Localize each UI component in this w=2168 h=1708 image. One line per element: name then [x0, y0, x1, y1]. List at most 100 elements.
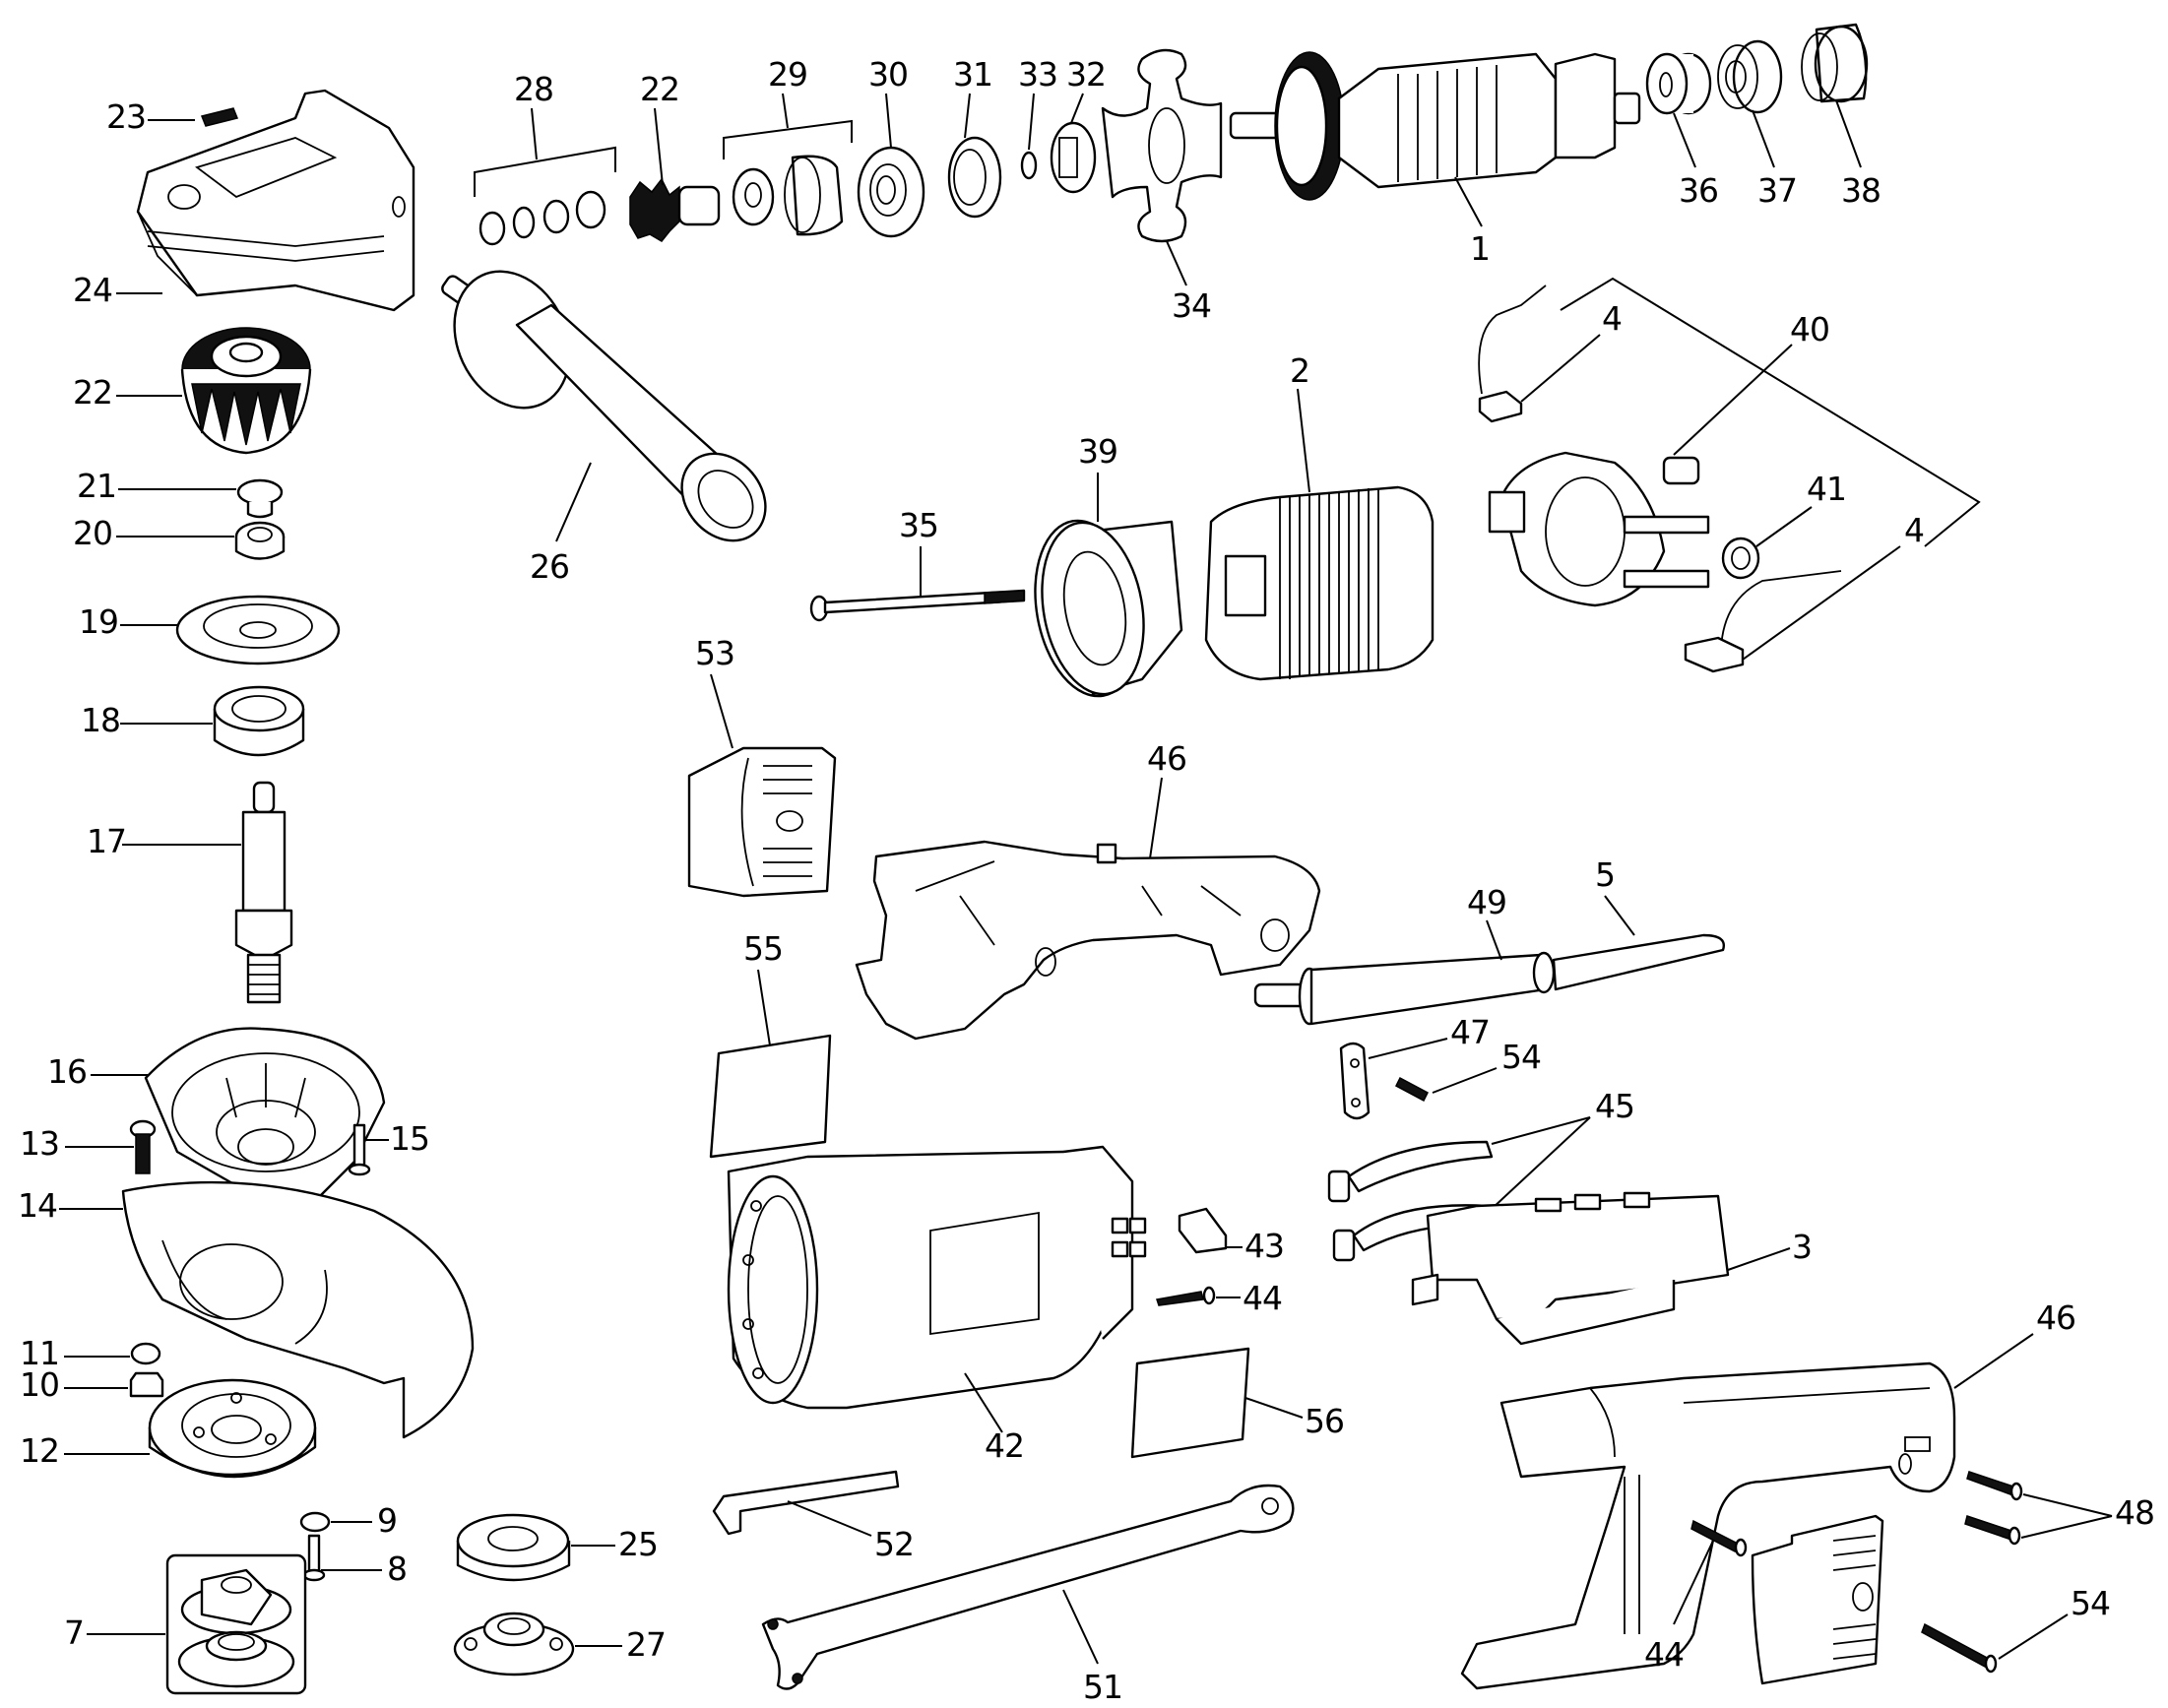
part-47-cord-clamp: 47 [1339, 1013, 1491, 1120]
callout-56: 56 [1305, 1402, 1344, 1440]
part-1-armature: 1 [1229, 51, 1641, 268]
part-36-insulator: 36 [1645, 52, 1719, 210]
callout-40-bracket [1560, 277, 1981, 547]
part-29-bearing-race: 29 [723, 55, 853, 236]
callout-41: 41 [1807, 470, 1846, 508]
callout-20: 20 [73, 514, 112, 552]
callout-9: 9 [377, 1501, 397, 1540]
callout-27: 27 [626, 1625, 666, 1664]
part-15-screw: 15 [348, 1119, 430, 1176]
callout-25: 25 [618, 1525, 658, 1563]
callout-37: 37 [1757, 171, 1797, 210]
callout-44-middle: 44 [1243, 1279, 1282, 1317]
callout-23: 23 [106, 97, 146, 136]
callout-28: 28 [514, 70, 553, 108]
part-31-seal: 31 [947, 55, 1002, 219]
part-34-baffle: 34 [1101, 48, 1223, 325]
part-switch-cover-lower [1751, 1514, 1884, 1685]
callout-43: 43 [1244, 1227, 1284, 1265]
part-28-bearing-set: 28 [474, 70, 616, 246]
part-14-wheel-guard: 14 [18, 1180, 475, 1439]
part-13-screw: 13 [20, 1119, 157, 1174]
callout-38: 38 [1841, 171, 1881, 210]
part-56-label: 56 [1130, 1347, 1345, 1459]
callout-46-upper: 46 [1147, 739, 1186, 778]
part-30-bearing: 30 [857, 55, 925, 238]
callout-4-lower: 4 [1904, 511, 1924, 549]
part-43-brush-cap: 43 [1178, 1207, 1285, 1265]
callout-49: 49 [1467, 883, 1506, 921]
callout-54-upper: 54 [1501, 1038, 1541, 1076]
part-26-side-handle: 26 [441, 270, 767, 586]
callout-54-lower: 54 [2071, 1584, 2110, 1622]
callout-14: 14 [18, 1186, 57, 1225]
callout-44-lower: 44 [1644, 1635, 1684, 1674]
part-22-pinion: 22 [629, 70, 721, 242]
part-54-screw-upper: 54 [1395, 1038, 1542, 1103]
callout-55: 55 [743, 929, 783, 968]
callout-22-gear: 22 [73, 373, 112, 411]
part-27-clamp-nut: 27 [453, 1612, 667, 1676]
callout-53: 53 [695, 634, 734, 672]
callout-46-lower: 46 [2036, 1298, 2075, 1337]
callout-45: 45 [1595, 1087, 1634, 1125]
callout-22-pinion: 22 [640, 70, 679, 108]
part-19-flange: 19 [79, 595, 341, 665]
part-17-spindle: 17 [87, 781, 293, 1004]
part-48-screws: 48 [1964, 1471, 2155, 1546]
part-4-brush-upper: 4 [1478, 285, 1623, 423]
part-51-spanner-wrench: 51 [761, 1484, 1295, 1706]
callout-26: 26 [530, 547, 569, 586]
part-11-washer: 11 [20, 1334, 161, 1372]
callout-17: 17 [87, 822, 126, 860]
callout-40: 40 [1790, 310, 1829, 348]
callout-16: 16 [47, 1052, 87, 1091]
callout-42: 42 [985, 1426, 1024, 1465]
callout-12: 12 [20, 1431, 59, 1470]
part-23-screw: 23 [106, 97, 239, 136]
callout-32: 32 [1066, 55, 1106, 94]
part-3-switch: 3 [1411, 1191, 1813, 1346]
part-52-hex-key: 52 [712, 1470, 915, 1563]
callout-11: 11 [20, 1334, 59, 1372]
part-18-bearing: 18 [81, 685, 305, 757]
part-9-washer: 9 [299, 1501, 398, 1540]
part-24-gear-case: 24 [73, 89, 415, 312]
part-20-seal: 20 [73, 514, 286, 560]
callout-18: 18 [81, 701, 120, 739]
callout-29: 29 [768, 55, 807, 94]
part-53-switch-cover: 53 [687, 634, 837, 898]
callout-8: 8 [387, 1550, 407, 1588]
part-33-ball: 33 [1018, 55, 1058, 180]
part-32-spindle-lock: 32 [1050, 55, 1107, 194]
callout-7: 7 [64, 1613, 84, 1652]
part-5-power-cord: 5 [1552, 855, 1725, 991]
part-22-bevel-gear: 22 [73, 327, 312, 455]
callout-34: 34 [1172, 286, 1211, 325]
callout-4-upper: 4 [1602, 299, 1622, 338]
part-42-motor-housing: 42 [727, 1145, 1147, 1465]
callout-36: 36 [1679, 171, 1718, 210]
callout-48: 48 [2115, 1493, 2154, 1532]
part-44-screw-lower: 44 [1644, 1519, 1748, 1674]
part-12-clamp-ring: 12 [20, 1378, 317, 1479]
part-41-spring: 41 [1721, 470, 1847, 580]
part-49-cord-protector: 49 [1253, 883, 1556, 1026]
part-10-nut: 10 [20, 1365, 164, 1404]
part-54-screw-lower: 54 [1921, 1584, 2111, 1674]
part-21-bushing: 21 [77, 467, 284, 519]
callout-3: 3 [1792, 1228, 1812, 1266]
part-25-flange: 25 [456, 1513, 659, 1582]
part-39-baffle: 39 [1034, 432, 1183, 698]
callout-30: 30 [868, 55, 908, 94]
callout-5: 5 [1595, 855, 1615, 894]
callout-1: 1 [1470, 229, 1490, 268]
callout-15: 15 [390, 1119, 429, 1158]
callout-24: 24 [73, 271, 112, 309]
part-4-brush-lower: 4 [1684, 511, 1925, 673]
part-35-through-bolt: 35 [809, 506, 1026, 622]
callout-10: 10 [20, 1365, 59, 1404]
part-55-label: 55 [709, 929, 832, 1159]
callout-31: 31 [953, 55, 992, 94]
